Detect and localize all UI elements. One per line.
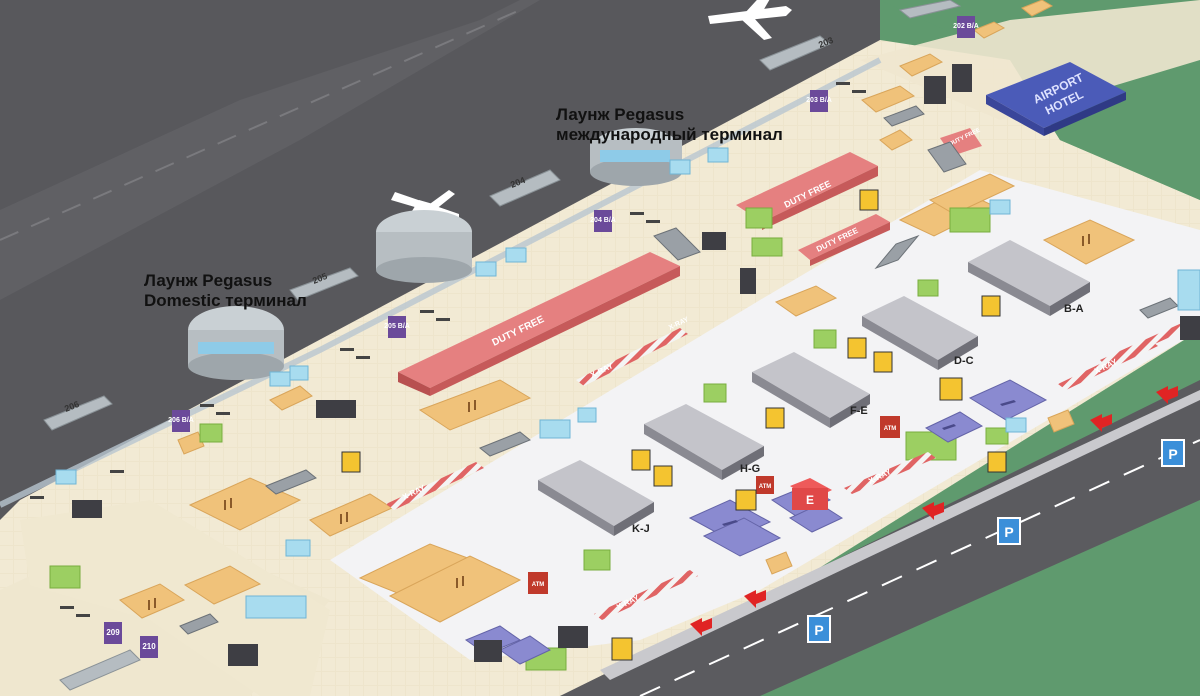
escalator-icon <box>179 105 1179 635</box>
lounge-pod-international[interactable] <box>590 128 682 186</box>
duty-free-shop[interactable]: DUTY FREE <box>736 152 878 230</box>
taxiway <box>0 0 540 300</box>
svg-text:P: P <box>1004 524 1013 540</box>
lounge-pod <box>376 210 472 283</box>
atm-icon[interactable]: ATM <box>756 476 774 494</box>
gate-label: 204 B/A <box>590 217 616 224</box>
entrance-arrows <box>690 386 1178 636</box>
lounge-pod-domestic[interactable] <box>188 306 284 380</box>
xray-checkpoints <box>386 322 1190 620</box>
svg-text:ATM: ATM <box>884 426 897 432</box>
parking-icon[interactable]: P <box>807 615 831 643</box>
gate-label: 210 <box>142 642 156 651</box>
svg-text:ATM: ATM <box>532 582 545 588</box>
checkin-row-label: F-E <box>850 405 868 417</box>
atm-icon[interactable]: ATM <box>880 416 900 438</box>
parking-icon[interactable]: P <box>1161 439 1185 467</box>
info-booths <box>55 147 1200 619</box>
atm-icon[interactable]: ATM <box>528 572 548 594</box>
lounge-domestic-line1: Лаунж Pegasus <box>144 271 272 290</box>
airport-hotel[interactable]: AIRPORT HOTEL <box>986 62 1126 136</box>
gate-label: 206 B/A <box>168 417 194 424</box>
checkin-row-D-C[interactable]: D-C <box>862 296 978 370</box>
airplane-icon <box>708 0 792 40</box>
svg-text:ATM: ATM <box>759 484 772 490</box>
parking-icon[interactable]: P <box>997 517 1021 545</box>
duty-free-shop-main[interactable]: DUTY FREE <box>398 252 680 396</box>
checkin-row-F-E[interactable]: F-E <box>752 352 870 428</box>
checkin-row-label: B-A <box>1064 303 1084 315</box>
gate-label: 203 B/A <box>806 97 832 104</box>
checkin-row-B-A[interactable]: B-A <box>968 240 1090 316</box>
lounge-domestic-line2: Domestic терминал <box>144 291 307 310</box>
seating <box>30 82 866 617</box>
lounge-international-line2: международный терминал <box>556 125 783 144</box>
checkin-hall-floor <box>330 170 1200 660</box>
svg-text:P: P <box>1168 446 1177 462</box>
checkin-row-label: H-G <box>740 463 760 475</box>
service-icons <box>341 189 1007 661</box>
info-kiosk-label: E <box>806 493 814 507</box>
info-kiosk[interactable]: E <box>790 478 832 510</box>
checkin-row-H-G[interactable]: H-G <box>644 404 764 480</box>
gate-signs <box>104 16 975 658</box>
fork-knife-icon <box>148 234 1090 610</box>
checkin-row-label: K-J <box>632 523 650 535</box>
gate-label: 202 B/A <box>953 23 979 30</box>
service-desks <box>72 64 1200 666</box>
svg-text:P: P <box>814 622 823 638</box>
checkin-row-label: D-C <box>954 355 974 367</box>
lounge-international-line1: Лаунж Pegasus <box>556 105 684 124</box>
gate-label: 205 B/A <box>384 323 410 330</box>
checkin-row-K-J[interactable]: K-J <box>538 460 654 536</box>
gate-label: 209 <box>106 628 120 637</box>
